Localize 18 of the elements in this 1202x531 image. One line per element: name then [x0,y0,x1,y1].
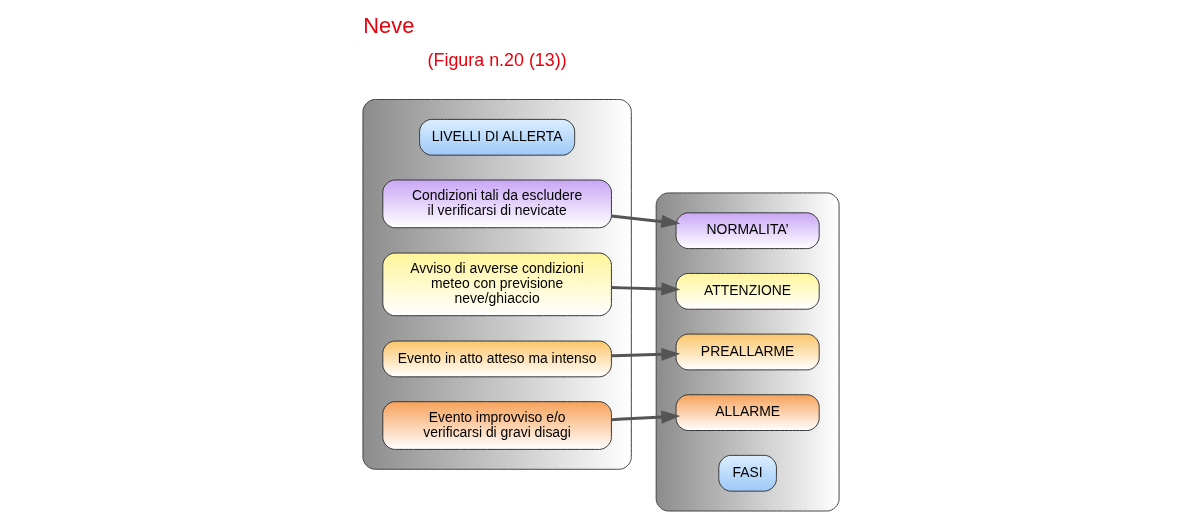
arrow [611,214,681,229]
node-box: Condizioni tali da escludere il verificarsi di nevicate [382,179,612,229]
arrow [611,282,681,296]
caption: (Figura n.20 (13)) [427,50,567,71]
cluster [362,99,632,470]
node-box: LIVELLI DI ALLERTA [419,118,576,156]
diagram-title: Neve [363,13,415,39]
arrow [611,410,681,424]
node-box: Evento improvviso e/o verificarsi di gravi disagi [382,401,612,450]
arrow [611,347,681,361]
node-box: Evento in atto atteso ma intenso [382,340,612,378]
node-box: ATTENZIONE [675,272,820,310]
node-box: PREALLARME [675,333,820,371]
node-box: NORMALITA’ [675,212,820,250]
cluster [655,192,840,512]
node-box: Avviso di avverse condizioni meteo con previsione neve/ghiaccio [382,252,612,317]
node-box: FASI [718,454,777,492]
node-box: ALLARME [675,394,820,431]
